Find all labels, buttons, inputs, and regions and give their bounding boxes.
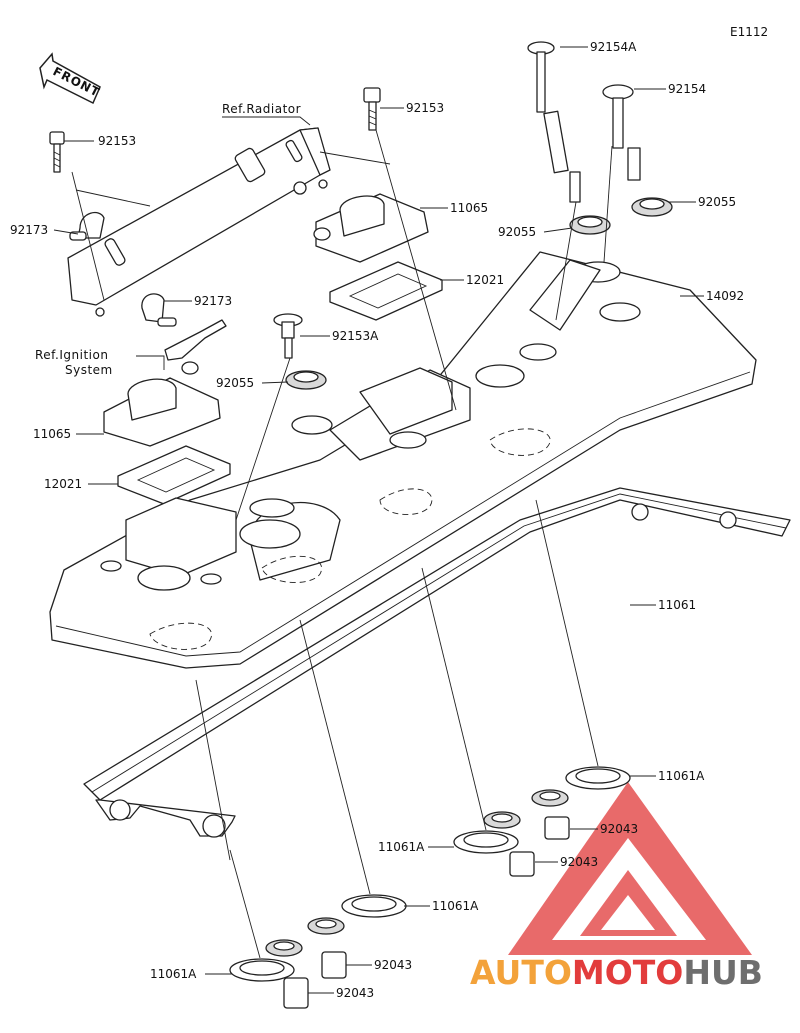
callout-92043-bottom-1: 92043 — [374, 958, 412, 972]
watermark-text: AUTOMOTOHUB — [470, 953, 763, 992]
callout-labels: 92154A 92154 92153 92153 Ref.Radiator 11… — [10, 40, 744, 1000]
breather-cover-11065-right — [313, 193, 429, 263]
callout-92043-right-2: 92043 — [560, 855, 598, 869]
breather-cover-11065-left — [103, 361, 221, 447]
callout-11061A-left: 11061A — [150, 967, 197, 981]
watermark-moto: MOTO — [572, 953, 683, 992]
watermark-auto: AUTO — [470, 953, 572, 992]
callout-11061A-middle: 11061A — [432, 899, 479, 913]
callout-92043-bottom-2: 92043 — [336, 986, 374, 1000]
diagram-code: E1112 — [730, 25, 768, 39]
callout-11061A-center: 11061A — [378, 840, 425, 854]
callout-14092: 14092 — [706, 289, 744, 303]
gasket-12021-right — [329, 261, 443, 321]
ref-radiator-label: Ref.Radiator — [222, 102, 301, 116]
watermark-logo — [508, 782, 752, 955]
callout-11061: 11061 — [658, 598, 696, 612]
callout-12021-right: 12021 — [466, 273, 504, 287]
callout-92154: 92154 — [668, 82, 706, 96]
plug-gasket-set-middle — [307, 894, 407, 979]
callout-92153A: 92153A — [332, 329, 379, 343]
callout-92173-left: 92173 — [10, 223, 48, 237]
callout-92043-right-1: 92043 — [600, 822, 638, 836]
clamp-92173-upper — [69, 211, 105, 241]
bolt-92153-top — [363, 87, 381, 131]
plug-gasket-set-center — [453, 811, 535, 877]
callout-11065-right: 11065 — [450, 201, 488, 215]
bolt-92154 — [602, 84, 641, 181]
head-cover-gasket-11061 — [83, 487, 791, 838]
callout-11061A-right: 11061A — [658, 769, 705, 783]
leader-lines — [53, 46, 704, 994]
ref-ignition-label-line1: Ref.Ignition — [35, 348, 108, 362]
grommet-92055-right — [631, 197, 673, 217]
bolt-92153A — [273, 313, 303, 359]
front-arrow-icon: FRONT — [39, 52, 102, 105]
plug-gasket-set-right — [531, 766, 631, 840]
callout-92173-mid: 92173 — [194, 294, 232, 308]
gasket-12021-left — [117, 445, 231, 505]
callout-92055-right: 92055 — [698, 195, 736, 209]
callout-92055-left: 92055 — [216, 376, 254, 390]
cylinder-head-cover-14092 — [49, 251, 757, 669]
clamp-92173-lower — [141, 293, 177, 327]
bolt-92154A — [527, 41, 581, 203]
ignition-bracket — [164, 319, 227, 361]
grommet-92055-mid — [569, 215, 611, 235]
callout-92153-left: 92153 — [98, 134, 136, 148]
callout-12021-left: 12021 — [44, 477, 82, 491]
bolt-92153-left — [49, 131, 65, 173]
watermark-hub: HUB — [683, 953, 763, 992]
ref-ignition-label-line2: System — [65, 363, 113, 377]
plug-gasket-set-left — [229, 939, 309, 1009]
radiator-bracket — [67, 127, 331, 317]
callout-11065-left: 11065 — [33, 427, 71, 441]
grommet-92055-left — [285, 370, 327, 390]
callout-92153-top: 92153 — [406, 101, 444, 115]
callout-92154A: 92154A — [590, 40, 637, 54]
callout-92055-mid: 92055 — [498, 225, 536, 239]
